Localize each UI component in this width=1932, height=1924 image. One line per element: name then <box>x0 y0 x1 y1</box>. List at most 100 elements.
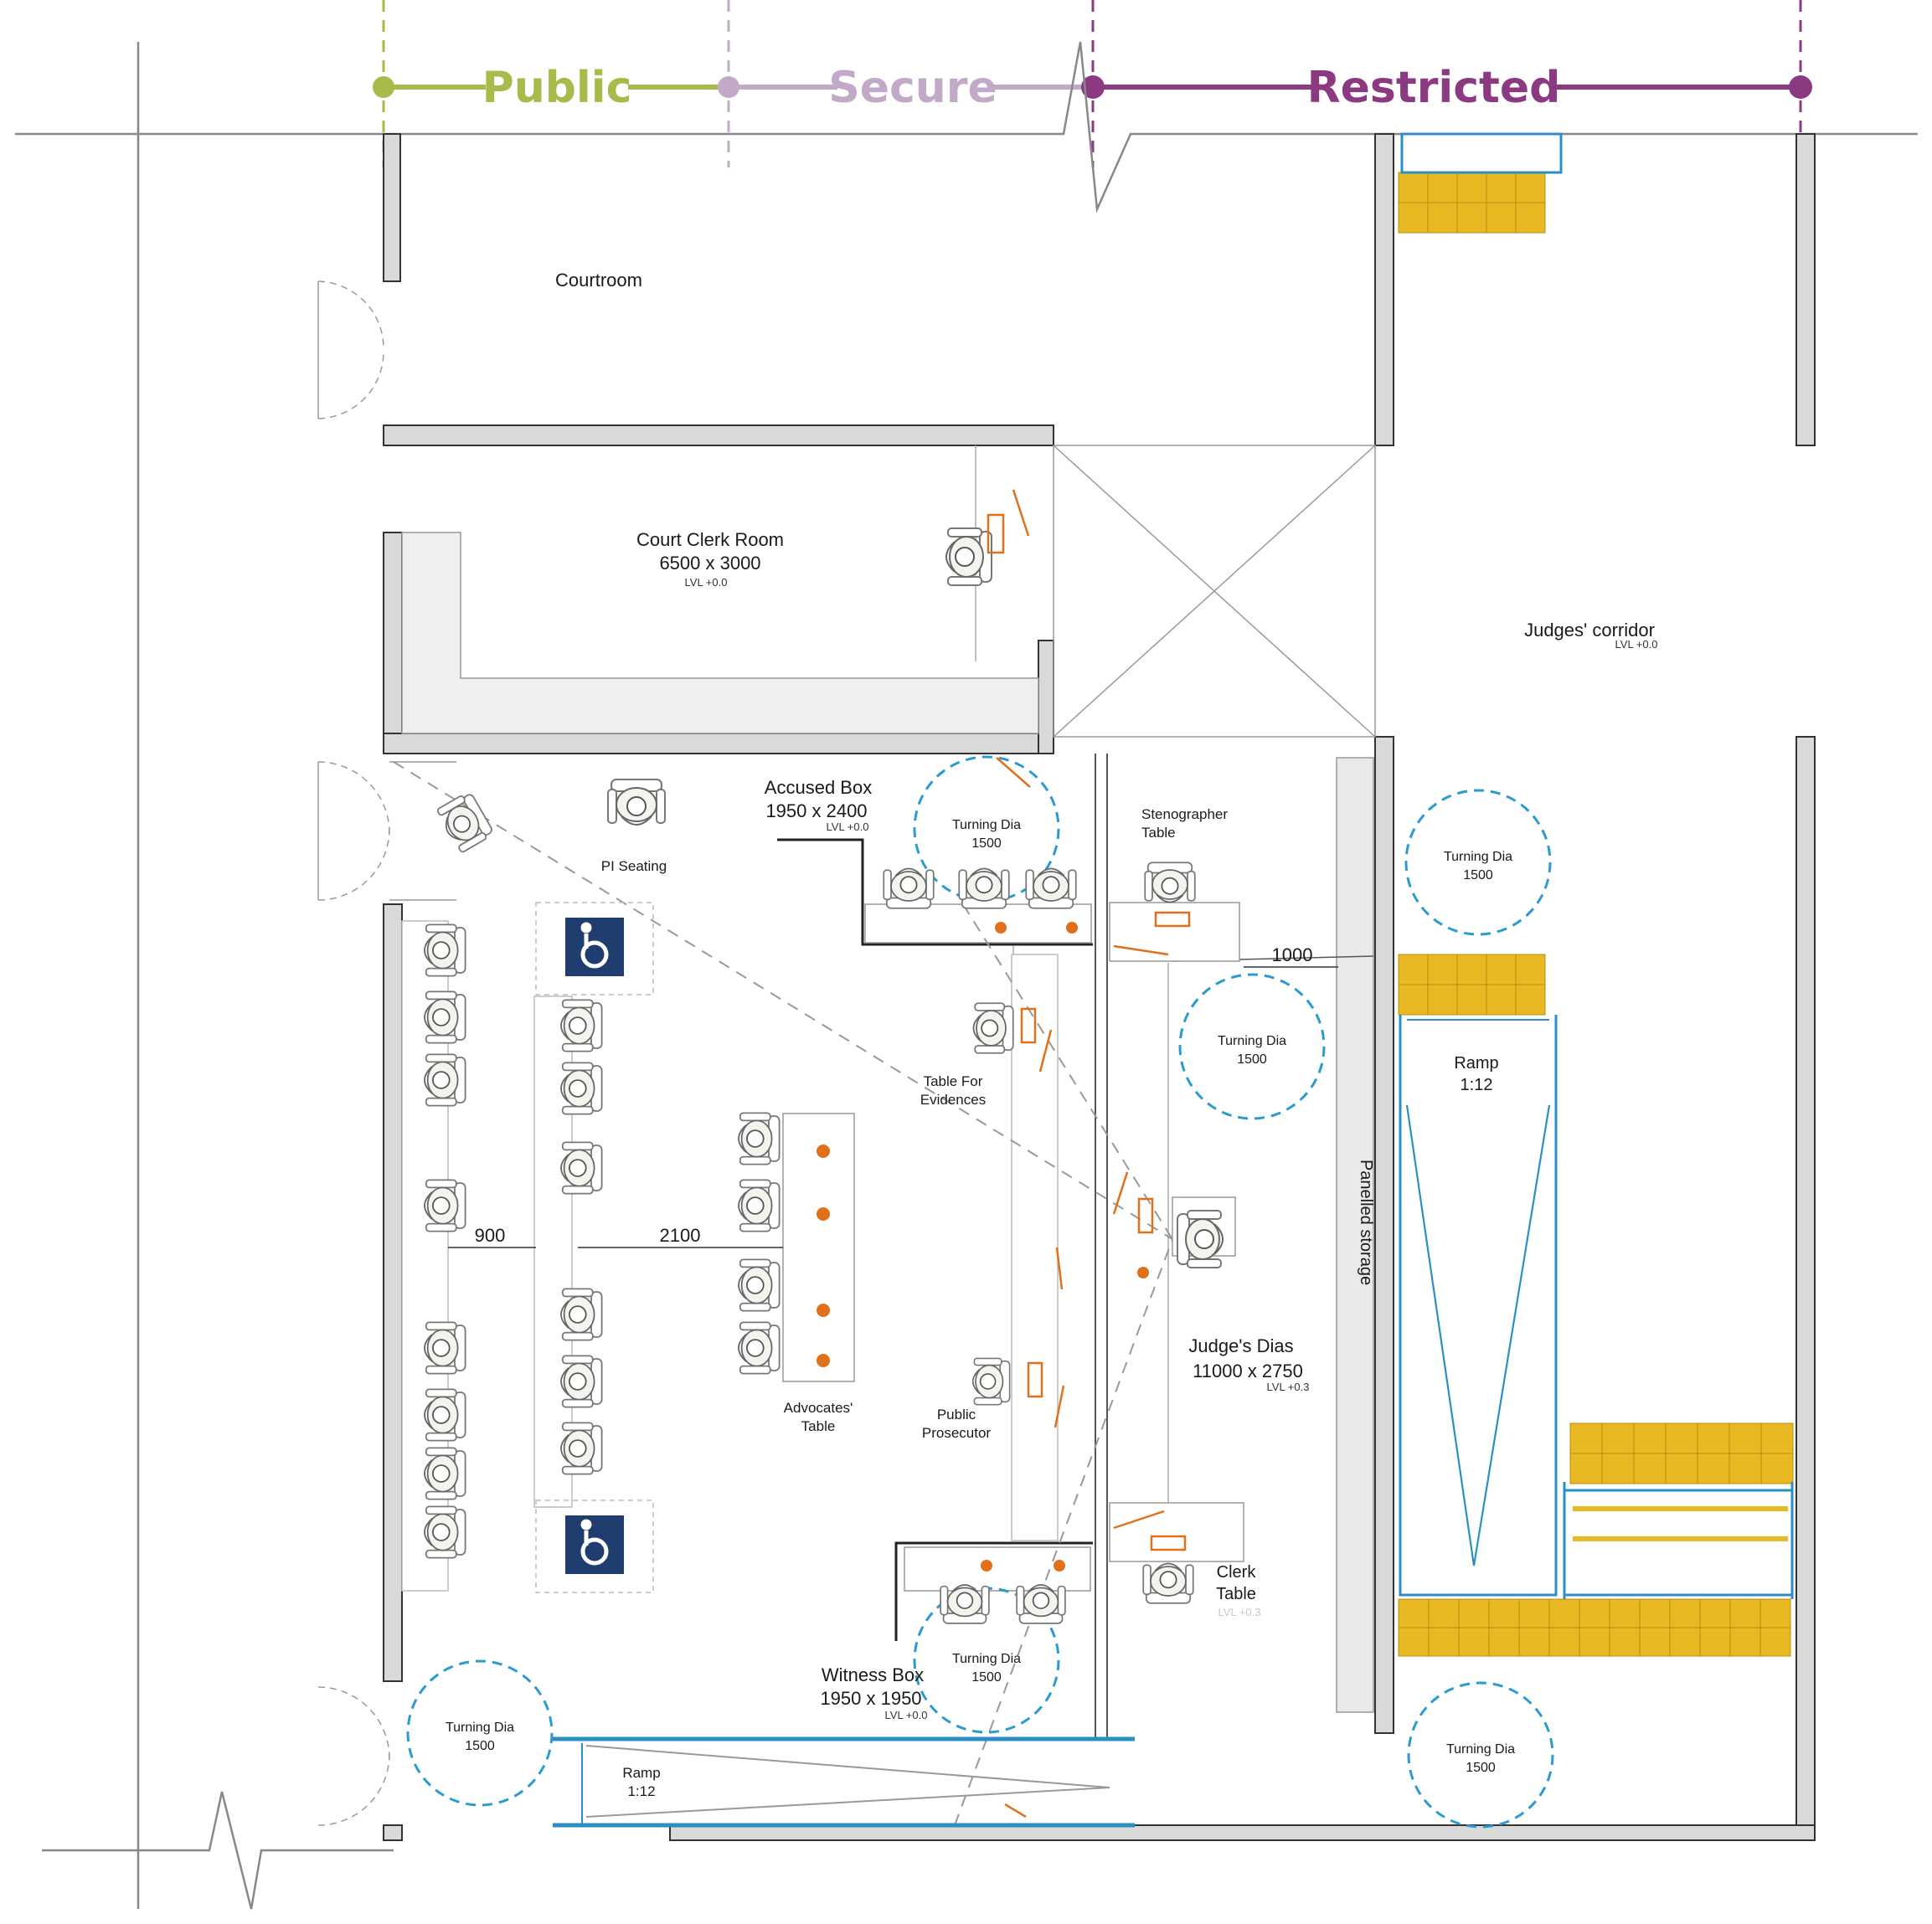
judges-dias-name: Judge's Dias <box>1188 1335 1293 1356</box>
zone-public-label: Public <box>482 63 632 113</box>
tactile-tile <box>1699 1598 1731 1628</box>
accused-box-level: LVL +0.0 <box>827 821 869 833</box>
tactile-tile <box>1518 1598 1550 1628</box>
tactile-tile <box>1488 1598 1520 1628</box>
clerk-table-label-line2: Table <box>1216 1585 1256 1603</box>
turning-value: 1500 <box>1466 1761 1496 1775</box>
seated-person-icon <box>560 1288 603 1341</box>
witness-box-size: 1950 x 1950 <box>820 1688 921 1709</box>
tactile-tile <box>1427 202 1458 234</box>
turning-value: 1500 <box>971 1670 1002 1685</box>
seated-person-icon <box>738 1258 781 1312</box>
tactile-tile <box>1609 1598 1641 1628</box>
tactile-tile <box>1518 1627 1550 1657</box>
seated-person-icon <box>1177 1210 1224 1268</box>
tactile-tile <box>1633 1453 1667 1484</box>
tactile-tile <box>1456 954 1487 985</box>
tactile-tile <box>1548 1598 1580 1628</box>
seated-person-icon <box>738 1321 781 1375</box>
tactile-paving <box>1398 172 1794 1657</box>
seated-person-icon <box>940 1584 990 1624</box>
evidence-table-label-line1: Table For <box>924 1073 983 1089</box>
tactile-tile <box>1728 1422 1762 1454</box>
tactile-tile <box>1665 1453 1698 1484</box>
tactile-tile <box>1398 202 1429 234</box>
judges-corridor-label: Judges' corridor <box>1524 620 1655 640</box>
tactile-tile <box>1697 1453 1730 1484</box>
seated-person-icon <box>971 1357 1011 1406</box>
seated-person-icon <box>435 790 496 855</box>
tactile-tile <box>1601 1453 1635 1484</box>
tactile-tile <box>1515 984 1546 1016</box>
tactile-tile <box>1486 172 1517 203</box>
tactile-tile <box>1760 1453 1794 1484</box>
turning-value: 1500 <box>971 836 1002 851</box>
accused-box-size: 1950 x 2400 <box>765 800 867 821</box>
tactile-tile <box>1639 1598 1671 1628</box>
tactile-tile <box>1428 1598 1460 1628</box>
evidence-table-label-line2: Evidences <box>920 1092 986 1108</box>
zone-legend: Public Secure Restricted <box>373 0 1812 167</box>
tactile-tile <box>1398 1598 1430 1628</box>
accused-box-name: Accused Box <box>765 777 872 798</box>
tactile-tile <box>1639 1627 1671 1657</box>
turning-label: Turning Dia <box>446 1721 514 1735</box>
seated-person-icon <box>738 1179 781 1232</box>
judges-dias-size: 11000 x 2750 <box>1193 1361 1303 1381</box>
tactile-tile <box>1486 954 1517 985</box>
ramp-bottom-label-line1: Ramp <box>622 1765 660 1781</box>
seated-person-icon <box>424 1321 466 1375</box>
tactile-tile <box>1579 1598 1610 1628</box>
tactile-tile <box>1486 984 1517 1016</box>
tactile-tile <box>1579 1627 1610 1657</box>
tactile-tile <box>1456 202 1487 234</box>
ramp-bottom-label-line2: 1:12 <box>627 1783 655 1799</box>
tactile-tile <box>1427 172 1458 203</box>
tactile-tile <box>1427 984 1458 1016</box>
tactile-tile <box>1609 1627 1641 1657</box>
tactile-tile <box>1665 1422 1698 1454</box>
ramp-bottom <box>553 1736 1135 1828</box>
stenographer-label-line2: Table <box>1141 825 1176 841</box>
seated-person-icon <box>560 1141 603 1195</box>
seated-person-icon <box>424 1447 466 1500</box>
sight-lines <box>393 761 1173 1826</box>
walls <box>383 133 1816 1841</box>
seated-person-icon <box>1025 867 1077 909</box>
seated-person-icon <box>424 1053 466 1107</box>
dimension-2100: 2100 <box>660 1225 701 1246</box>
stenographer-label-line1: Stenographer <box>1141 806 1228 822</box>
tactile-tile <box>1633 1422 1667 1454</box>
courtroom-label: Courtroom <box>555 270 642 291</box>
tactile-tile <box>1456 984 1487 1016</box>
seated-person-icon <box>424 1388 466 1442</box>
tactile-tile <box>1515 954 1546 985</box>
tactile-tile <box>1458 1598 1490 1628</box>
tactile-tile <box>1428 1627 1460 1657</box>
tactile-tile <box>1486 202 1517 234</box>
accessible-space-top <box>535 902 654 995</box>
turning-label: Turning Dia <box>1446 1742 1515 1757</box>
tactile-tile <box>1398 984 1429 1016</box>
tactile-tile <box>1456 172 1487 203</box>
accused-box <box>777 838 1093 946</box>
tactile-tile <box>1760 1422 1794 1454</box>
turning-value: 1500 <box>1237 1052 1267 1067</box>
tactile-tile <box>1601 1422 1635 1454</box>
witness-box-level: LVL +0.0 <box>885 1709 928 1721</box>
turning-value: 1500 <box>1463 868 1493 882</box>
seated-person-icon <box>738 1112 781 1165</box>
seated-person-icon <box>945 527 992 586</box>
tactile-tile <box>1569 1453 1603 1484</box>
tactile-tile <box>1569 1422 1603 1454</box>
advocates-table-label-line2: Table <box>801 1418 836 1434</box>
tactile-tile <box>1729 1598 1761 1628</box>
doors <box>317 280 390 1826</box>
seated-person-icon <box>560 1062 603 1115</box>
tactile-tile <box>1669 1627 1701 1657</box>
tactile-tile <box>1729 1627 1761 1657</box>
seated-person-icon <box>424 923 466 977</box>
turning-label: Turning Dia <box>952 818 1021 832</box>
seated-person-icon <box>560 1422 603 1475</box>
